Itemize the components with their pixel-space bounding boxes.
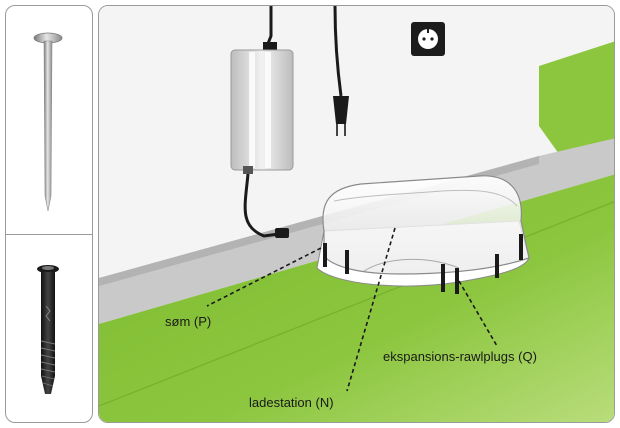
power-adapter-icon <box>231 42 293 174</box>
scene-illustration <box>99 6 615 423</box>
parts-illustration <box>6 6 93 423</box>
installation-scene <box>98 5 615 423</box>
rawlplug-icon <box>37 265 59 394</box>
rawlplugs-label: ekspansions-rawlplugs (Q) <box>383 349 537 364</box>
wall-socket-icon <box>411 22 445 56</box>
charging-station-icon <box>317 176 529 294</box>
parts-divider <box>6 234 92 235</box>
station-label: ladestation (N) <box>249 395 334 410</box>
nail-icon <box>34 33 62 211</box>
nail-label: søm (P) <box>165 314 211 329</box>
parts-panel <box>5 5 93 423</box>
